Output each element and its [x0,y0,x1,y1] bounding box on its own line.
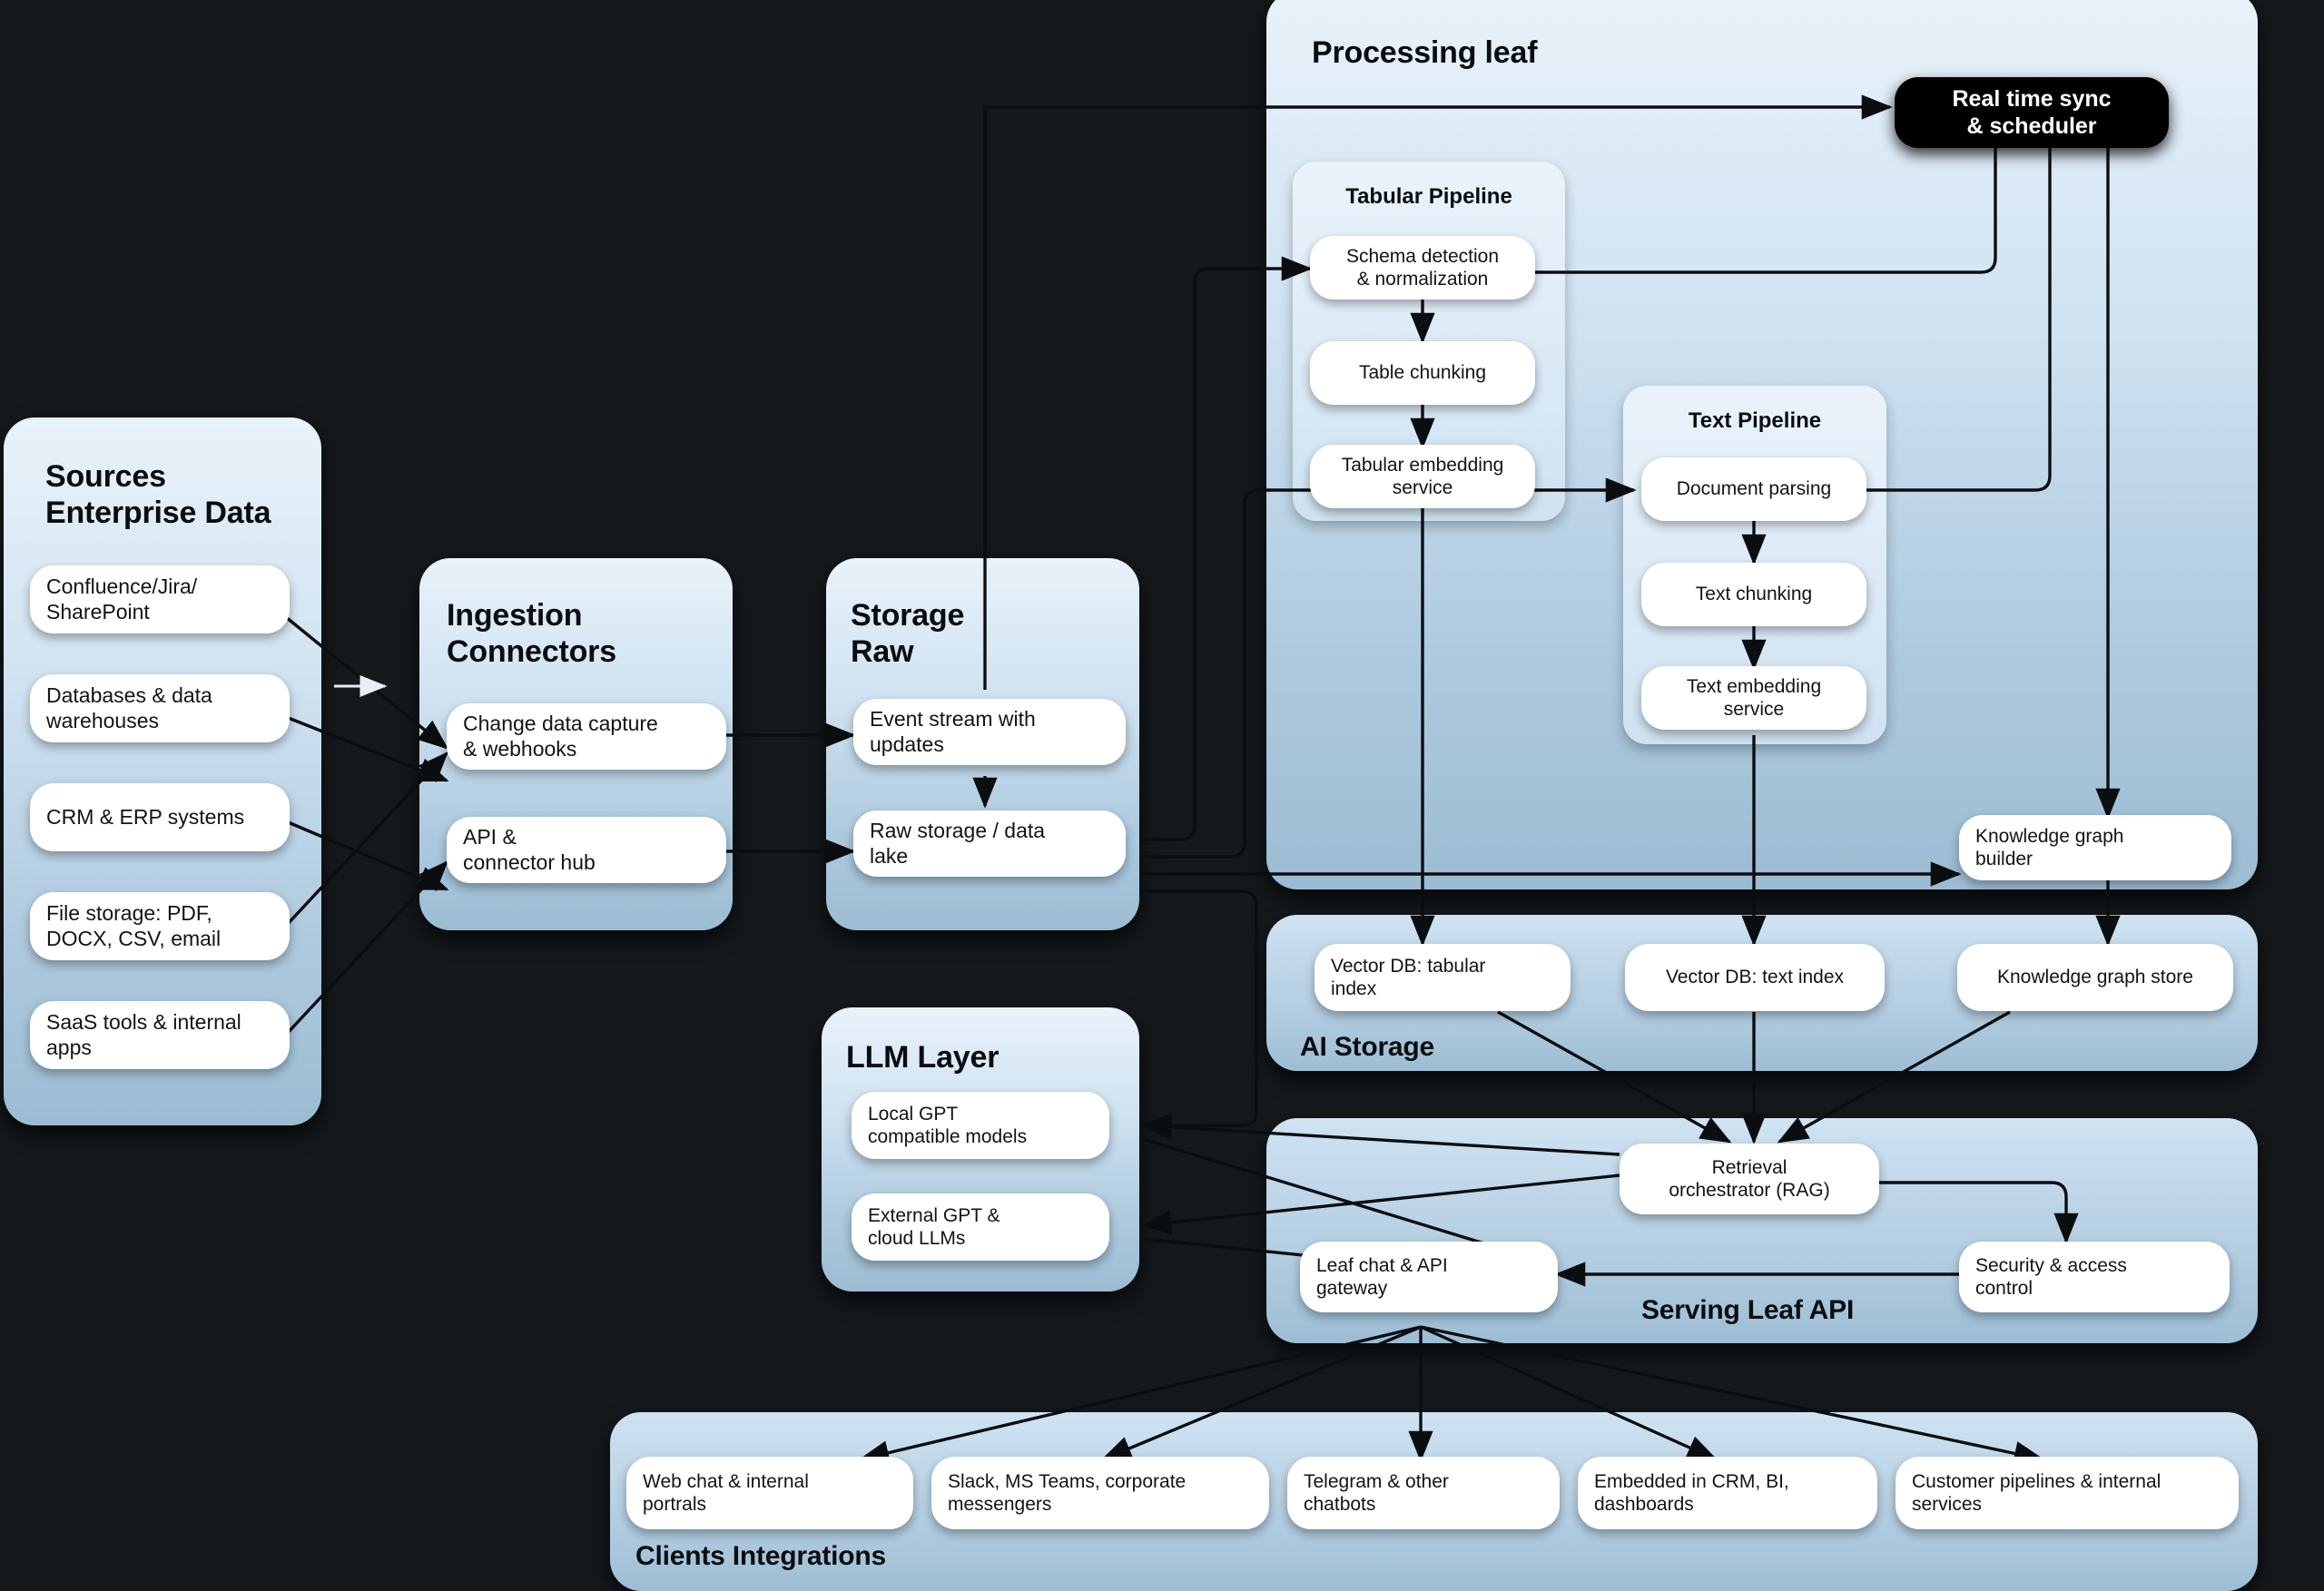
node-retrieval-orchestrator[interactable]: Retrieval orchestrator (RAG) [1620,1144,1879,1214]
node-document-parsing[interactable]: Document parsing [1641,457,1866,521]
group-llm-title: LLM Layer [846,1040,1000,1075]
group-tabular-title: Tabular Pipeline [1345,184,1512,209]
node-text-chunking[interactable]: Text chunking [1641,563,1866,626]
node-knowledge-graph-store[interactable]: Knowledge graph store [1957,944,2233,1011]
node-external-gpt-cloud-llms[interactable]: External GPT & cloud LLMs [852,1193,1109,1261]
node-knowledge-graph-builder[interactable]: Knowledge graph builder [1959,815,2231,880]
node-text-embedding-service[interactable]: Text embedding service [1641,666,1866,730]
group-ingestion-title: Ingestion Connectors [447,598,616,670]
node-source-file-storage[interactable]: File storage: PDF, DOCX, CSV, email [30,892,290,960]
node-vector-db-tabular-index[interactable]: Vector DB: tabular index [1315,944,1571,1011]
group-processing-title: Processing leaf [1312,35,1538,70]
group-serving-title: Serving Leaf API [1641,1295,1855,1325]
node-tabular-embedding-service[interactable]: Tabular embedding service [1310,445,1535,508]
group-storage-title: Storage Raw [851,598,965,670]
node-client-telegram-chatbots[interactable]: Telegram & other chatbots [1287,1457,1560,1529]
node-real-time-sync-scheduler[interactable]: Real time sync & scheduler [1895,77,2169,148]
group-clients-title: Clients Integrations [635,1541,887,1571]
node-source-confluence[interactable]: Confluence/Jira/ SharePoint [30,565,290,633]
node-source-crm-erp[interactable]: CRM & ERP systems [30,783,290,851]
node-schema-detection[interactable]: Schema detection & normalization [1310,236,1535,300]
node-security-access-control[interactable]: Security & access control [1959,1242,2230,1312]
node-local-gpt-models[interactable]: Local GPT compatible models [852,1092,1109,1159]
node-leaf-chat-api-gateway[interactable]: Leaf chat & API gateway [1300,1242,1558,1312]
node-api-connector-hub[interactable]: API & connector hub [447,817,726,883]
node-client-customer-pipelines[interactable]: Customer pipelines & internal services [1896,1457,2239,1529]
group-text-title: Text Pipeline [1688,408,1822,433]
group-sources-title: Sources Enterprise Data [45,459,271,531]
node-client-embedded-crm-bi[interactable]: Embedded in CRM, BI, dashboards [1578,1457,1877,1529]
node-change-data-capture[interactable]: Change data capture & webhooks [447,703,726,770]
node-table-chunking[interactable]: Table chunking [1310,341,1535,405]
node-source-saas-tools[interactable]: SaaS tools & internal apps [30,1001,290,1069]
node-client-web-chat[interactable]: Web chat & internal portrals [626,1457,913,1529]
node-client-slack-teams[interactable]: Slack, MS Teams, corporate messengers [931,1457,1269,1529]
group-ai-storage-title: AI Storage [1300,1032,1435,1062]
node-raw-storage-data-lake[interactable]: Raw storage / data lake [853,810,1126,877]
node-source-databases[interactable]: Databases & data warehouses [30,674,290,742]
node-event-stream[interactable]: Event stream with updates [853,699,1126,765]
node-vector-db-text-index[interactable]: Vector DB: text index [1625,944,1885,1011]
